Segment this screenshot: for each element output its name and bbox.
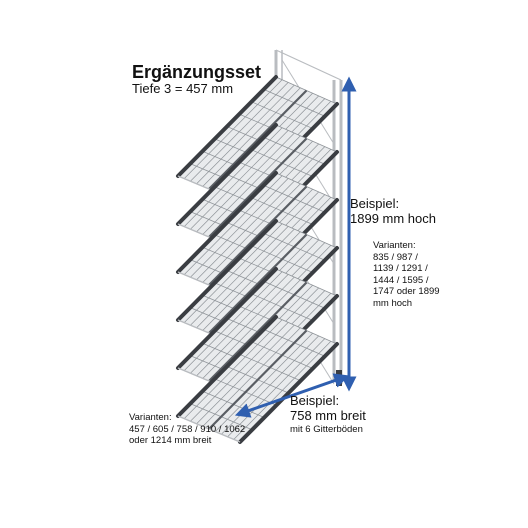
width-variant-line: Varianten: <box>129 412 172 423</box>
width-dimension-arrow <box>234 373 350 418</box>
left-beam <box>176 219 278 322</box>
height-variant-line: 1139 / 1291 / <box>373 263 428 274</box>
height-variant-line: Varianten: <box>373 240 416 251</box>
front-rail <box>177 415 241 443</box>
width-variant-line: 457 / 605 / 758 / 910 / 1062 <box>129 423 246 435</box>
left-beam <box>176 75 278 178</box>
shelf-level <box>176 219 339 348</box>
center-support <box>208 137 308 238</box>
left-beam <box>176 315 278 418</box>
center-support <box>208 185 308 286</box>
shelf-level <box>176 75 339 204</box>
width-example-line-1: Beispiel: <box>290 393 340 408</box>
center-support <box>208 281 308 382</box>
width-example: Beispiel: 758 mm breit <box>290 393 366 423</box>
left-beam <box>176 267 278 370</box>
center-support <box>208 89 308 190</box>
height-variant-line: mm hoch <box>373 297 413 309</box>
height-example-line-1: Beispiel: <box>350 196 400 211</box>
left-beam <box>176 171 278 274</box>
height-variants: Varianten: 835 / 987 / 1139 / 1291 / 144… <box>373 240 440 309</box>
center-support <box>208 233 308 334</box>
width-example-line-2: 758 mm breit <box>290 408 366 423</box>
shelf-count-note: mit 6 Gitterböden <box>290 424 363 435</box>
left-beam <box>176 123 278 226</box>
width-variant-line: oder 1214 mm breit <box>129 435 212 446</box>
top-connector <box>275 49 342 81</box>
height-variant-line: 1747 oder 1899 <box>373 286 440 297</box>
product-title: Ergänzungsset <box>132 62 262 82</box>
height-example-line-2: 1899 mm hoch <box>350 211 436 226</box>
height-variant-line: 835 / 987 / <box>373 251 418 263</box>
height-variant-line: 1444 / 1595 / <box>373 274 429 286</box>
depth-label: Tiefe 3 = 457 mm <box>132 81 234 96</box>
height-example: Beispiel: 1899 mm hoch <box>350 196 436 226</box>
width-variants: Varianten: 457 / 605 / 758 / 910 / 1062 … <box>129 412 245 447</box>
